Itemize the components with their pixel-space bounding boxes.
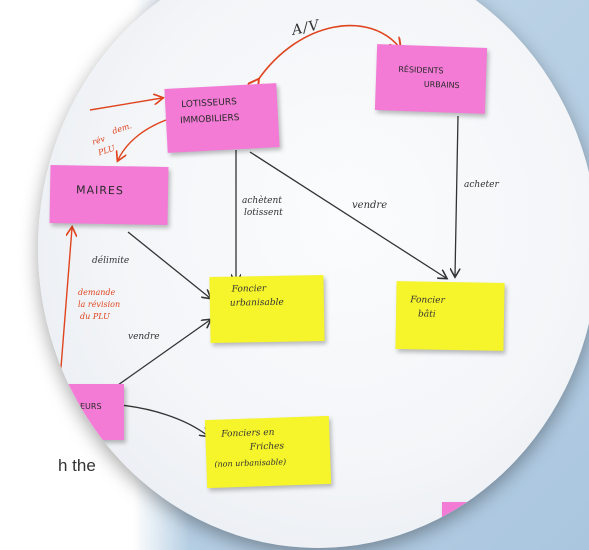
label-lotissent: lotissent — [244, 208, 283, 218]
label-achetent: achètent — [242, 196, 282, 206]
arrow-vendre-2 — [117, 320, 210, 386]
arrow-layer — [59, 24, 589, 548]
note-partial-bottom-right — [442, 502, 472, 530]
note-residents-line2: URBAINS — [423, 79, 460, 90]
note-maires: MAIRES — [49, 164, 169, 226]
arrow-friches — [119, 404, 208, 436]
caption-text: h the — [58, 456, 96, 475]
label-delimite: délimite — [92, 256, 130, 266]
note-foncier-urbanisable-line1: Foncier — [231, 284, 267, 295]
note-fonciers-friches: Fonciers en Friches (non urbanisable) — [204, 415, 332, 489]
label-demande-3: du PLU — [80, 312, 110, 321]
note-foncier-bati-line1: Foncier — [410, 295, 445, 306]
arrow-av — [258, 24, 400, 80]
arrow-acheter — [455, 115, 458, 276]
note-foncier-bati: Foncier bâti — [395, 281, 505, 351]
arrow-delimite — [127, 231, 210, 298]
label-demande-2: la révision — [78, 300, 121, 309]
arrow-vendre — [249, 151, 446, 278]
arrow-red-lotisseurs-maires — [118, 119, 167, 160]
note-foncier-urbanisable: Foncier urbanisable — [209, 275, 325, 343]
note-foncier-urbanisable-line2: urbanisable — [229, 297, 284, 309]
note-eurs: EURS — [50, 384, 124, 440]
note-lotisseurs-immobiliers: LOTISSEURS IMMOBILIERS — [164, 83, 280, 153]
label-demande-1: demande — [78, 288, 116, 297]
arrow-red-to-lotisseurs — [89, 98, 162, 111]
note-residents-line1: RÉSIDENTS — [398, 64, 444, 76]
whiteboard-photo: LOTISSEURS IMMOBILIERS RÉSIDENTS URBAINS… — [38, 0, 589, 548]
note-residents-urbains: RÉSIDENTS URBAINS — [374, 44, 488, 114]
label-vendre: vendre — [352, 200, 388, 211]
note-eurs-label: EURS — [80, 402, 102, 411]
note-lotisseurs-line1: LOTISSEURS — [181, 97, 238, 111]
label-acheter: acheter — [464, 180, 499, 190]
note-friches-line1: Fonciers en — [221, 427, 275, 440]
note-foncier-bati-line2: bâti — [417, 309, 436, 320]
note-lotisseurs-line2: IMMOBILIERS — [179, 113, 240, 127]
label-vendre-2: vendre — [128, 332, 160, 342]
note-friches-line2: Friches — [249, 441, 285, 453]
note-friches-line3: (non urbanisable) — [214, 457, 287, 469]
arrow-red-eurs-maires — [59, 228, 72, 381]
note-maires-label: MAIRES — [75, 183, 125, 198]
